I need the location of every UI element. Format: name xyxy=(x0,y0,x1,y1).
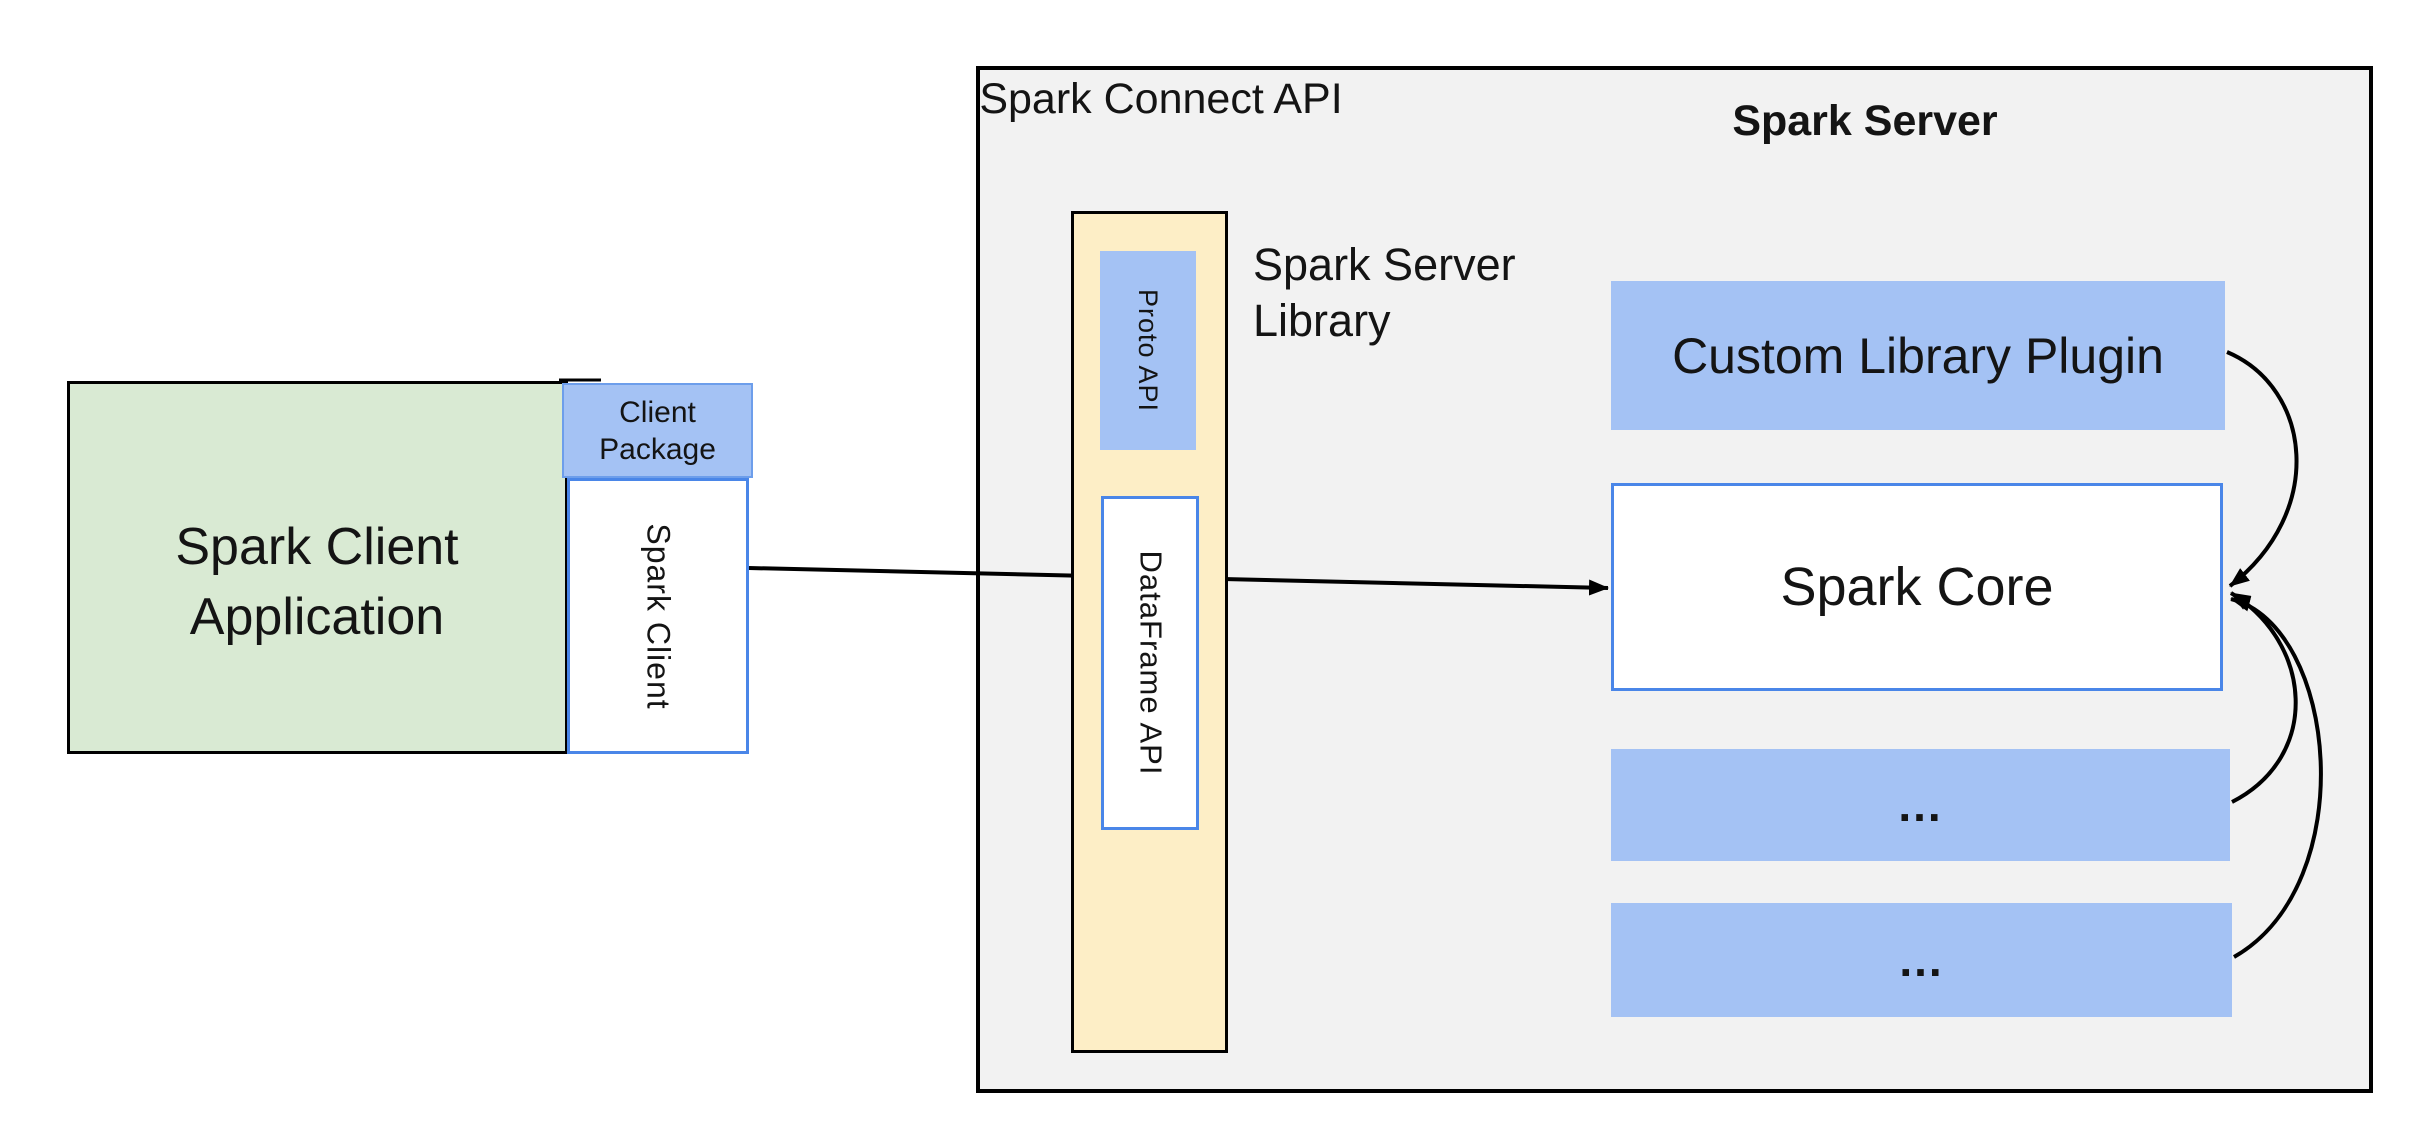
dataframe-api-label: DataFrame API xyxy=(1133,550,1169,776)
spark-connect-api-label: Spark Connect API xyxy=(979,75,1343,123)
plugin-row-1-label: ... xyxy=(1898,779,1943,831)
plugin-row-2-label: ... xyxy=(1899,934,1944,986)
plugin-row-1-box: ... xyxy=(1611,749,2230,861)
dataframe-api-box: DataFrame API xyxy=(1101,496,1199,830)
custom-library-plugin-label: Custom Library Plugin xyxy=(1672,327,2164,384)
spark-server-library-label: Spark Server Library xyxy=(1253,239,1516,346)
client-package-box: Client Package xyxy=(562,383,753,478)
spark-core-box: Spark Core xyxy=(1611,483,2223,691)
plugin-row-2-box: ... xyxy=(1611,903,2232,1017)
spark-server-title: Spark Server xyxy=(1732,97,1998,145)
spark-client-application-label: Spark Client Application xyxy=(175,518,459,646)
client-package-label: Client Package xyxy=(599,395,716,466)
custom-library-plugin-box: Custom Library Plugin xyxy=(1611,281,2225,430)
proto-api-box: Proto API xyxy=(1100,251,1196,450)
spark-client-box: Spark Client xyxy=(567,478,749,754)
spark-client-application-box xyxy=(67,381,568,754)
spark-client-label: Spark Client xyxy=(640,522,677,710)
spark-core-label: Spark Core xyxy=(1780,557,2054,617)
proto-api-label: Proto API xyxy=(1133,288,1164,413)
